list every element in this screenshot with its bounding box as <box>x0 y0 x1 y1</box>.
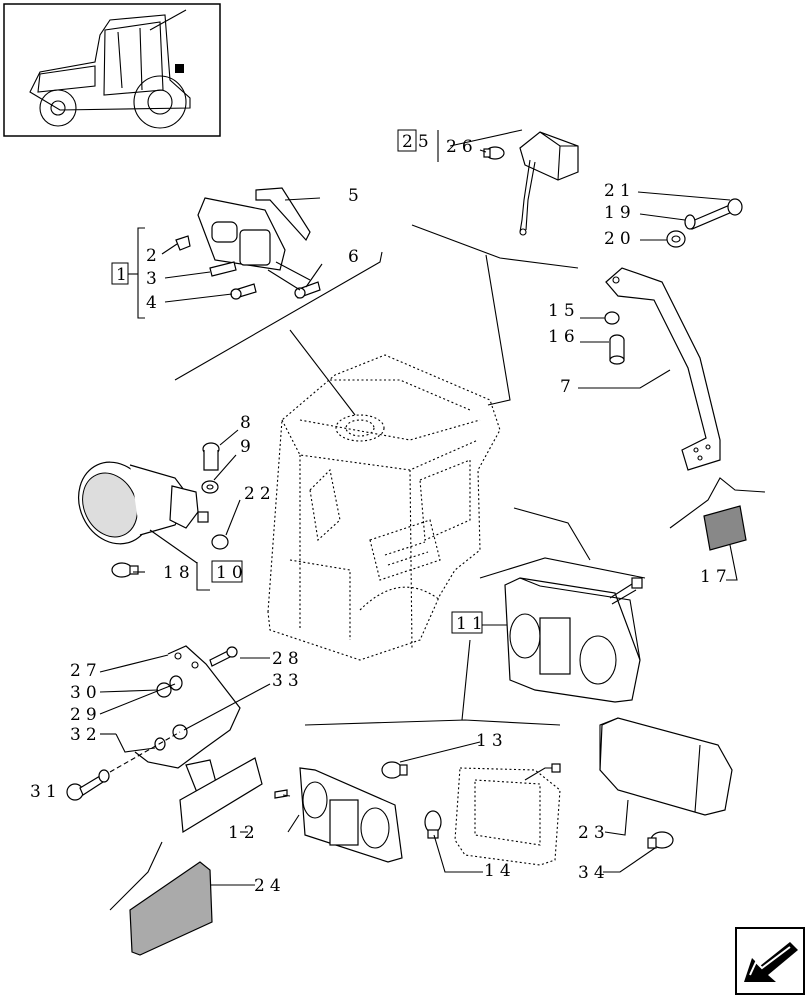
tractor-thumbnail-icon <box>3 3 221 137</box>
callout-9: 9 <box>240 437 256 457</box>
beacon-25 <box>519 131 579 236</box>
lamp-lens-3 <box>209 261 237 277</box>
callout-2: 2 <box>146 246 162 266</box>
nut-22 <box>211 534 229 550</box>
callout-10: 10 <box>216 563 248 583</box>
callout-31: 31 <box>30 782 62 802</box>
license-plate <box>179 757 263 834</box>
plate-light-dotted <box>454 763 561 866</box>
nut-20 <box>666 230 686 248</box>
washer-19 <box>684 214 696 230</box>
callout-12: 12 <box>228 823 260 843</box>
callout-25: 25 <box>402 132 434 152</box>
callout-32: 32 <box>70 725 102 745</box>
washer-29 <box>169 675 183 691</box>
callout-29: 29 <box>70 705 102 725</box>
callout-20: 20 <box>604 229 636 249</box>
lamp-23 <box>599 717 733 816</box>
callout-6: 6 <box>348 247 364 267</box>
bolt-28 <box>209 646 238 667</box>
tail-light-11 <box>504 577 643 703</box>
washer-9 <box>201 480 219 494</box>
callout-18: 18 <box>163 563 195 583</box>
lamp-screw-2 <box>175 235 191 251</box>
cab-outline <box>267 354 501 661</box>
bracket-7 <box>605 267 721 471</box>
next-page-arrow-icon[interactable] <box>735 927 805 995</box>
bracket-5 <box>255 187 311 242</box>
callout-26: 26 <box>446 137 478 157</box>
lamp-screw-4 <box>230 283 257 300</box>
callout-21: 21 <box>604 181 636 201</box>
bulb-18 <box>111 562 139 578</box>
callout-8: 8 <box>240 413 256 433</box>
callout-27: 27 <box>70 661 102 681</box>
bulb-13 <box>381 761 408 779</box>
callout-11: 11 <box>456 614 488 634</box>
callout-1: 1 <box>116 265 132 285</box>
work-lamp-1 <box>197 197 286 271</box>
plate-bracket-27 <box>134 645 241 796</box>
lamp-12 <box>274 767 403 863</box>
callout-4: 4 <box>146 293 162 313</box>
callout-3: 3 <box>146 269 162 289</box>
callout-13: 13 <box>476 731 508 751</box>
washer-15 <box>604 311 620 325</box>
callout-34: 34 <box>578 863 610 883</box>
washer-32 <box>98 737 166 783</box>
bulb-14 <box>424 810 442 839</box>
callout-33: 33 <box>272 671 304 691</box>
reflector-24 <box>129 861 213 956</box>
callout-5: 5 <box>348 186 364 206</box>
bolt-8 <box>202 442 220 471</box>
callout-17: 17 <box>700 567 732 587</box>
callout-24: 24 <box>254 876 286 896</box>
screw-6 <box>294 281 321 299</box>
callout-14: 14 <box>484 861 516 881</box>
callout-28: 28 <box>272 649 304 669</box>
callout-22: 22 <box>244 484 276 504</box>
work-lamp-10 <box>78 461 209 545</box>
callout-30: 30 <box>70 683 102 703</box>
callout-15: 15 <box>548 301 580 321</box>
callout-23: 23 <box>578 823 610 843</box>
reflector-17 <box>703 505 747 551</box>
bolt-31 <box>66 775 104 801</box>
callout-16: 16 <box>548 327 580 347</box>
callout-7: 7 <box>560 377 576 397</box>
callout-19: 19 <box>604 203 636 223</box>
bolt-16 <box>609 334 625 365</box>
bulb-34 <box>647 831 674 849</box>
bulb-26 <box>483 146 505 160</box>
bolt-21 <box>689 198 743 230</box>
